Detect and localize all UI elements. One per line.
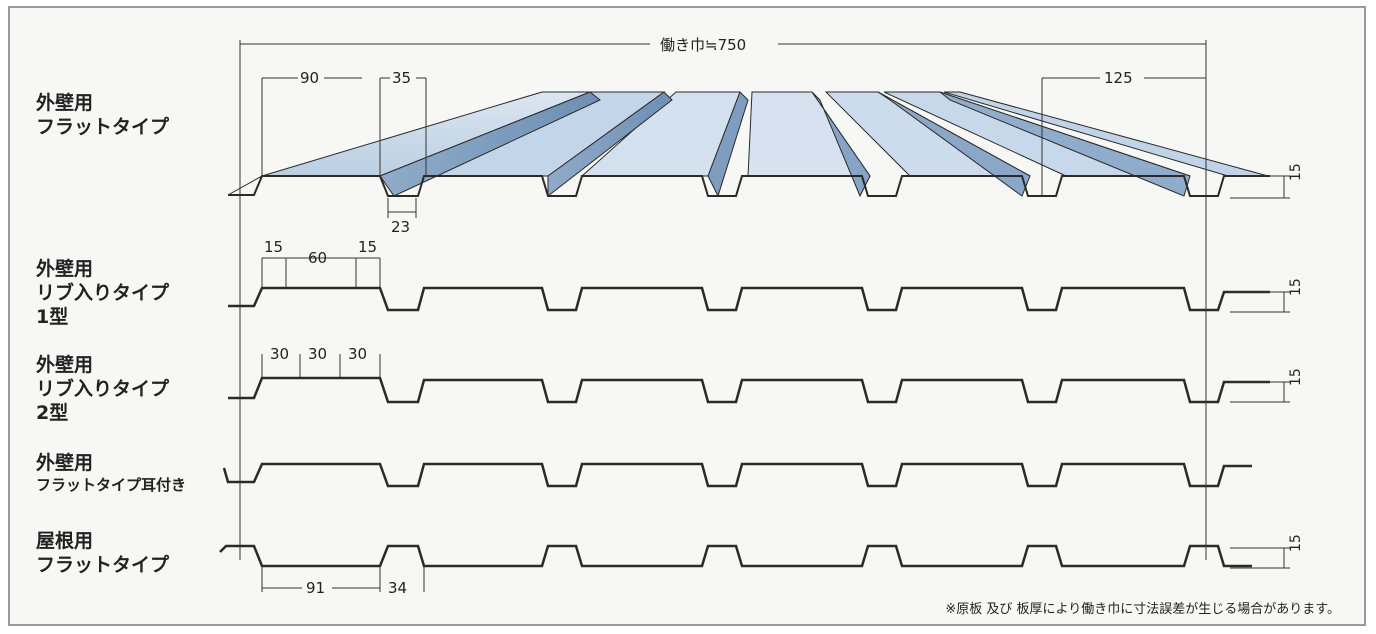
dim-total-width: 働き巾≒750 — [660, 36, 746, 54]
dim-23: 23 — [391, 218, 410, 236]
dimension-lines — [239, 40, 1290, 592]
label-line: リブ入りタイプ — [36, 377, 170, 400]
label-line: 2型 — [36, 401, 69, 424]
dim-height-1: 15 — [1288, 163, 1304, 181]
profile-label-rib-type1: 外壁用 リブ入りタイプ 1型 — [36, 258, 169, 329]
label-line: フラットタイプ — [36, 115, 170, 138]
panel-3d-flat-wall — [227, 91, 1270, 198]
footnote: ※原板 及び 板厚により働き巾に寸法誤差が生じる場合があります。 — [945, 602, 1340, 617]
profile-rib-type2 — [228, 376, 1270, 404]
dim-30a: 30 — [270, 345, 289, 363]
dim-91: 91 — [306, 579, 325, 597]
label-line: フラットタイプ耳付き — [36, 475, 187, 494]
label-line: 1型 — [36, 305, 69, 328]
profile-outline — [228, 175, 1270, 197]
groove-wall — [707, 91, 749, 198]
dim-34: 34 — [388, 579, 407, 597]
profile-label-flat-wall: 外壁用 フラットタイプ — [36, 92, 169, 140]
dim-15a: 15 — [264, 238, 283, 256]
profile-flat-roof — [219, 544, 1252, 568]
label-line: リブ入りタイプ — [36, 281, 170, 304]
profile-label-flat-roof: 屋根用 フラットタイプ — [36, 530, 169, 578]
groove-wall — [811, 91, 871, 198]
label-line: 外壁用 — [36, 354, 94, 376]
dim-35: 35 — [392, 69, 411, 87]
label-line: 外壁用 — [36, 258, 94, 280]
dim-30b: 30 — [308, 345, 327, 363]
dim-height-2: 15 — [1288, 278, 1304, 296]
dim-15b: 15 — [358, 238, 377, 256]
label-line: 外壁用 — [36, 452, 94, 474]
groove-wall — [547, 91, 673, 198]
profile-label-flat-eared: 外壁用 フラットタイプ耳付き — [36, 452, 186, 495]
dim-125: 125 — [1104, 69, 1133, 87]
groove-wall — [877, 91, 1031, 197]
label-line: フラットタイプ — [36, 553, 170, 576]
profile-flat-eared — [222, 462, 1252, 488]
groove-wall — [379, 91, 601, 197]
dim-90: 90 — [300, 69, 319, 87]
label-line: 屋根用 — [36, 530, 94, 552]
profile-label-rib-type2: 外壁用 リブ入りタイプ 2型 — [36, 354, 169, 425]
groove-wall — [939, 91, 1191, 197]
dim-height-5: 15 — [1288, 534, 1304, 552]
profile-rib-type1 — [228, 286, 1270, 312]
label-line: 外壁用 — [36, 92, 94, 114]
dim-60: 60 — [308, 249, 327, 267]
dim-height-3: 15 — [1288, 368, 1304, 386]
dim-30c: 30 — [348, 345, 367, 363]
